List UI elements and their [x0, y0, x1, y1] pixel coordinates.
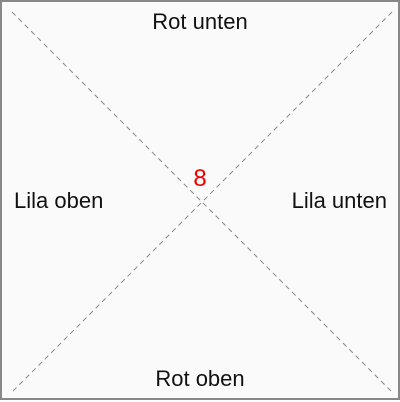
label-right[interactable]: Lila unten	[291, 188, 387, 213]
center-number: 8	[193, 165, 207, 192]
label-top[interactable]: Rot unten	[152, 9, 248, 34]
label-left[interactable]: Lila oben	[14, 188, 104, 213]
label-bottom[interactable]: Rot oben	[155, 366, 245, 391]
